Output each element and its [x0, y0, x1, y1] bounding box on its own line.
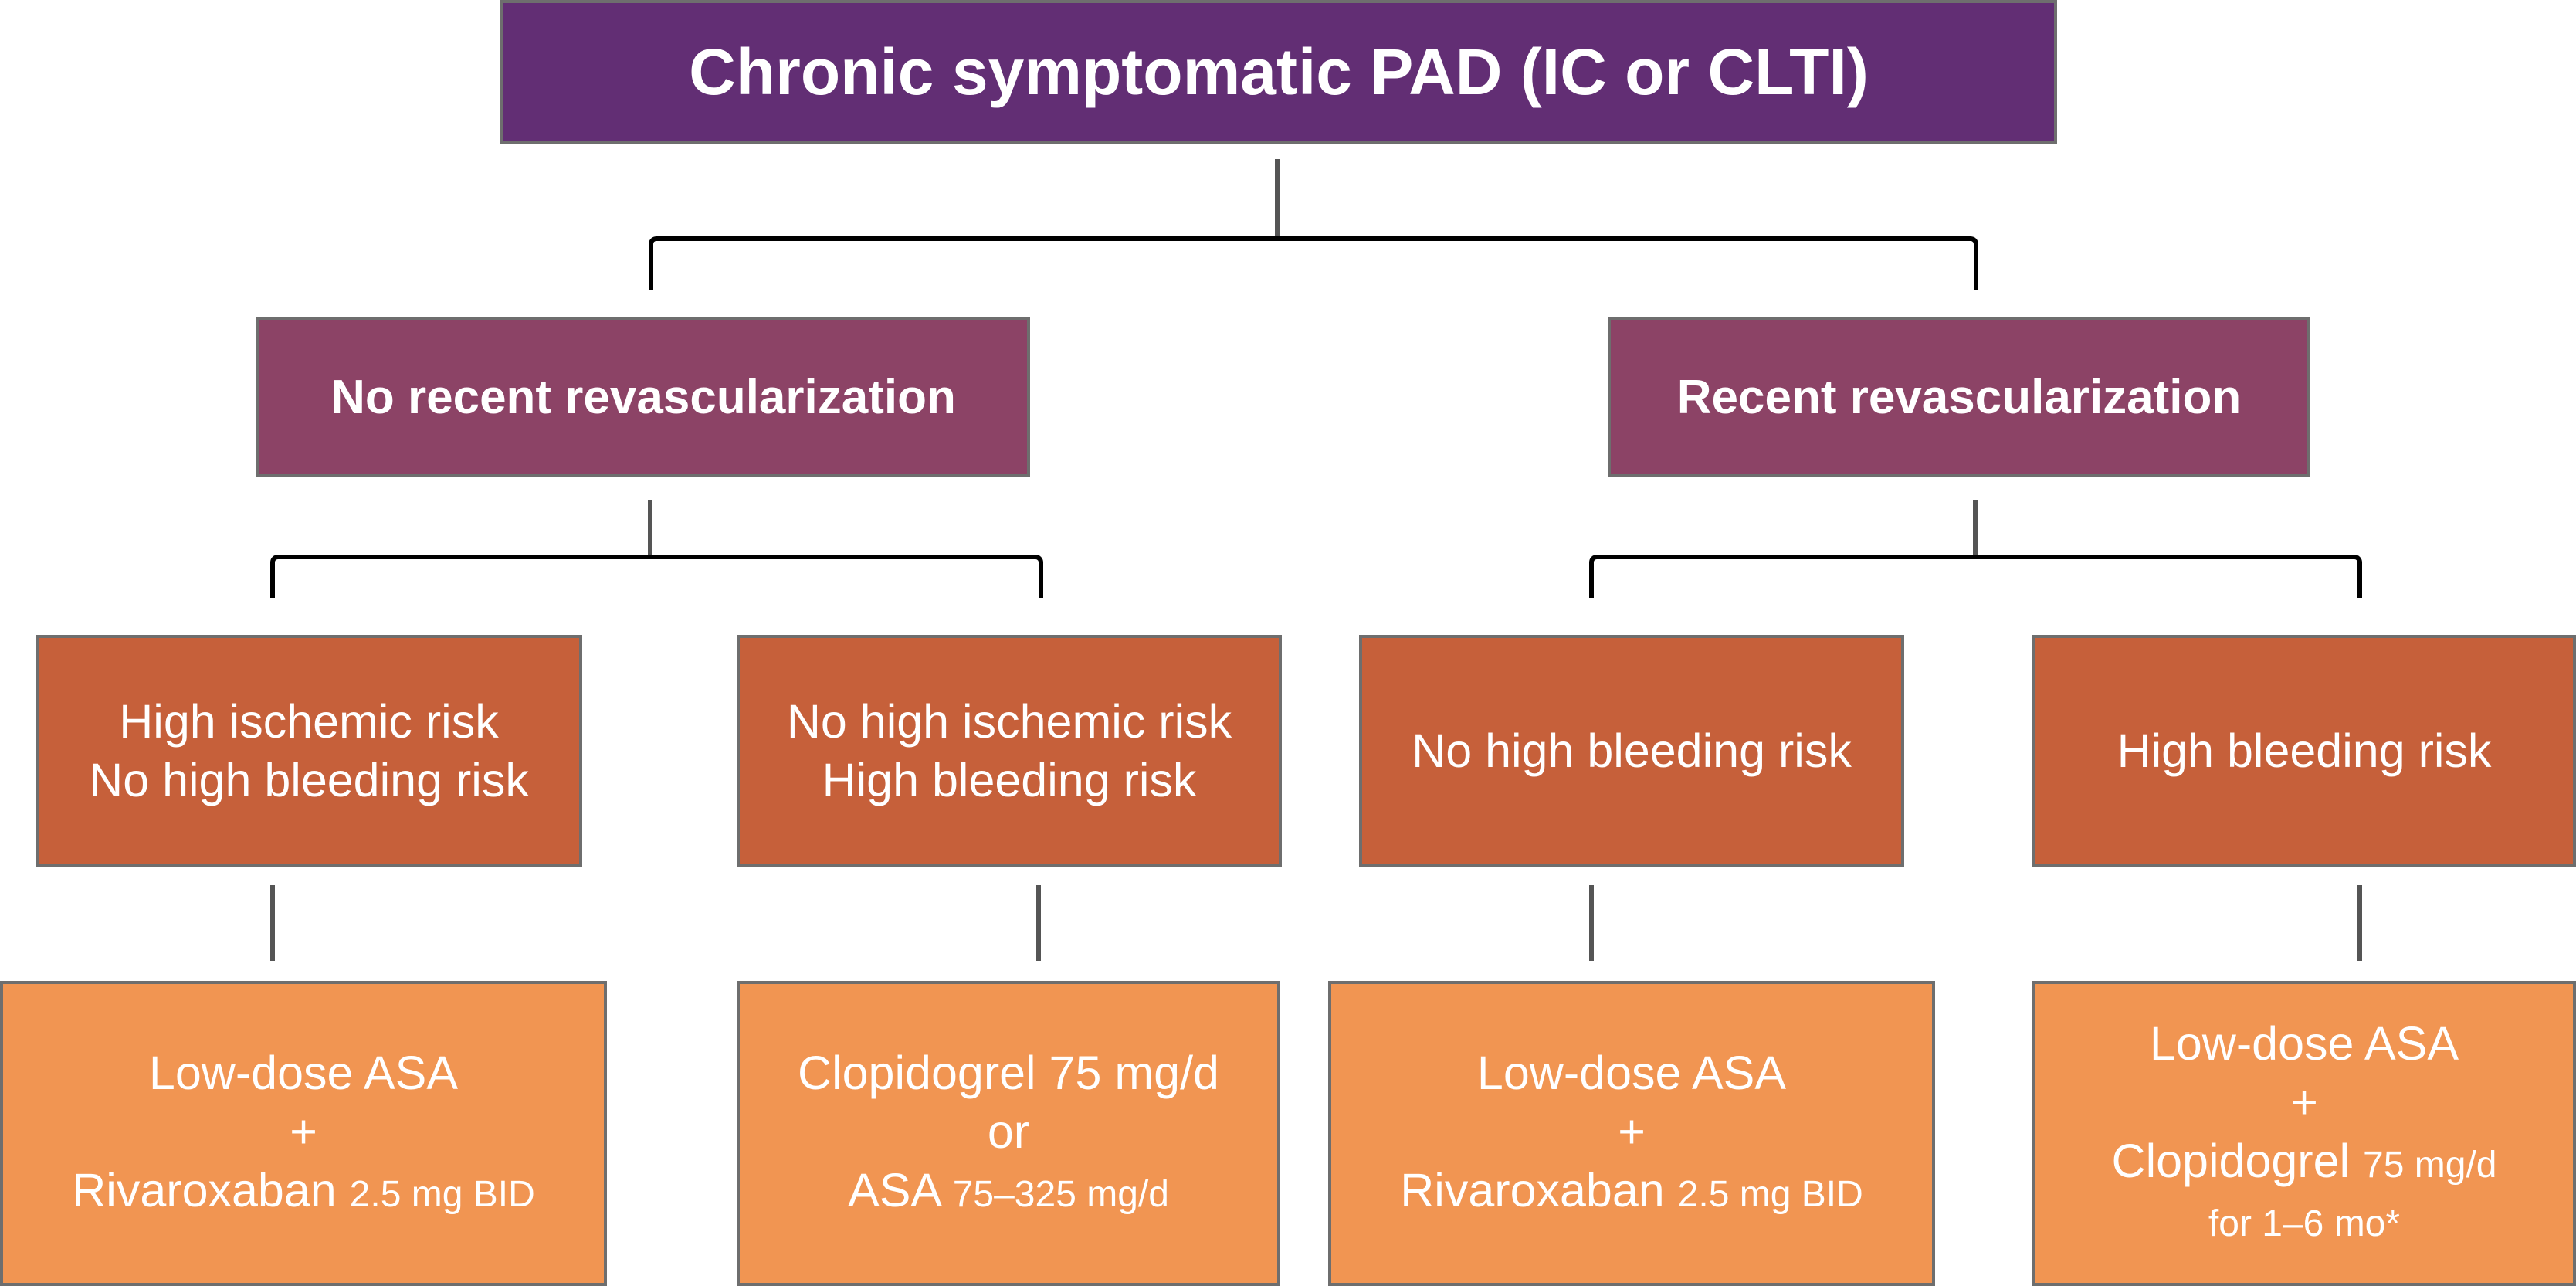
risk-high-bleeding: High bleeding risk: [2032, 635, 2576, 867]
treatment-line-1: Low-dose ASA: [148, 1046, 459, 1099]
bracket-right: [1589, 555, 2362, 598]
connector-risk-4: [2357, 885, 2362, 961]
treatment-clopidogrel-or-asa: Clopidogrel 75 mg/d or ASA 75–325 mg/d: [737, 981, 1280, 1286]
connector-right-stem: [1973, 500, 1978, 555]
treatment-line-1: Low-dose ASA: [1476, 1046, 1787, 1099]
risk-no-high-bleeding: No high bleeding risk: [1359, 635, 1904, 867]
connector-risk-1: [270, 885, 275, 961]
root-label: Chronic symptomatic PAD (IC or CLTI): [689, 35, 1869, 108]
risk-line-1: High bleeding risk: [2117, 724, 2492, 777]
risk-line-1: No high bleeding risk: [1412, 724, 1852, 777]
bracket-left: [270, 555, 1043, 598]
connector-risk-3: [1589, 885, 1594, 961]
treatment-line-2: +: [290, 1104, 317, 1158]
connector-left-stem: [648, 500, 652, 555]
treatment-line-2: +: [1618, 1104, 1646, 1158]
bracket-root: [649, 236, 1978, 290]
treatment-line-3: Rivaroxaban 2.5 mg BID: [72, 1163, 535, 1216]
treatment-line-1: Low-dose ASA: [2149, 1016, 2459, 1070]
treatment-asa-clopidogrel: Low-dose ASA + Clopidogrel 75 mg/d for 1…: [2032, 981, 2576, 1286]
connector-risk-2: [1036, 885, 1041, 961]
risk-line-2: No high bleeding risk: [89, 754, 529, 806]
branch-no-recent-revascularization: No recent revascularization: [256, 317, 1030, 477]
treatment-line-1: Clopidogrel 75 mg/d: [798, 1046, 1219, 1099]
branch-label: No recent revascularization: [330, 370, 956, 424]
treatment-line-3: Clopidogrel 75 mg/d: [2111, 1134, 2497, 1187]
treatment-asa-rivaroxaban: Low-dose ASA + Rivaroxaban 2.5 mg BID: [0, 981, 607, 1286]
branch-recent-revascularization: Recent revascularization: [1608, 317, 2310, 477]
treatment-line-2: or: [987, 1104, 1030, 1158]
treatment-line-2: +: [2290, 1075, 2318, 1128]
risk-line-1: No high ischemic risk: [786, 695, 1232, 748]
risk-line-2: High bleeding risk: [822, 754, 1197, 806]
risk-high-ischemic-no-high-bleeding: High ischemic risk No high bleeding risk: [36, 635, 582, 867]
treatment-line-4: for 1–6 mo*: [2208, 1203, 2401, 1244]
risk-no-high-ischemic-high-bleeding: No high ischemic risk High bleeding risk: [737, 635, 1282, 867]
branch-label: Recent revascularization: [1676, 370, 2242, 424]
treatment-line-3: ASA 75–325 mg/d: [848, 1163, 1169, 1216]
treatment-asa-rivaroxaban-2: Low-dose ASA + Rivaroxaban 2.5 mg BID: [1328, 981, 1935, 1286]
risk-line-1: High ischemic risk: [119, 695, 499, 748]
root-node: Chronic symptomatic PAD (IC or CLTI): [500, 0, 2057, 144]
treatment-line-3: Rivaroxaban 2.5 mg BID: [1400, 1163, 1863, 1216]
connector-root-stem: [1275, 159, 1280, 236]
